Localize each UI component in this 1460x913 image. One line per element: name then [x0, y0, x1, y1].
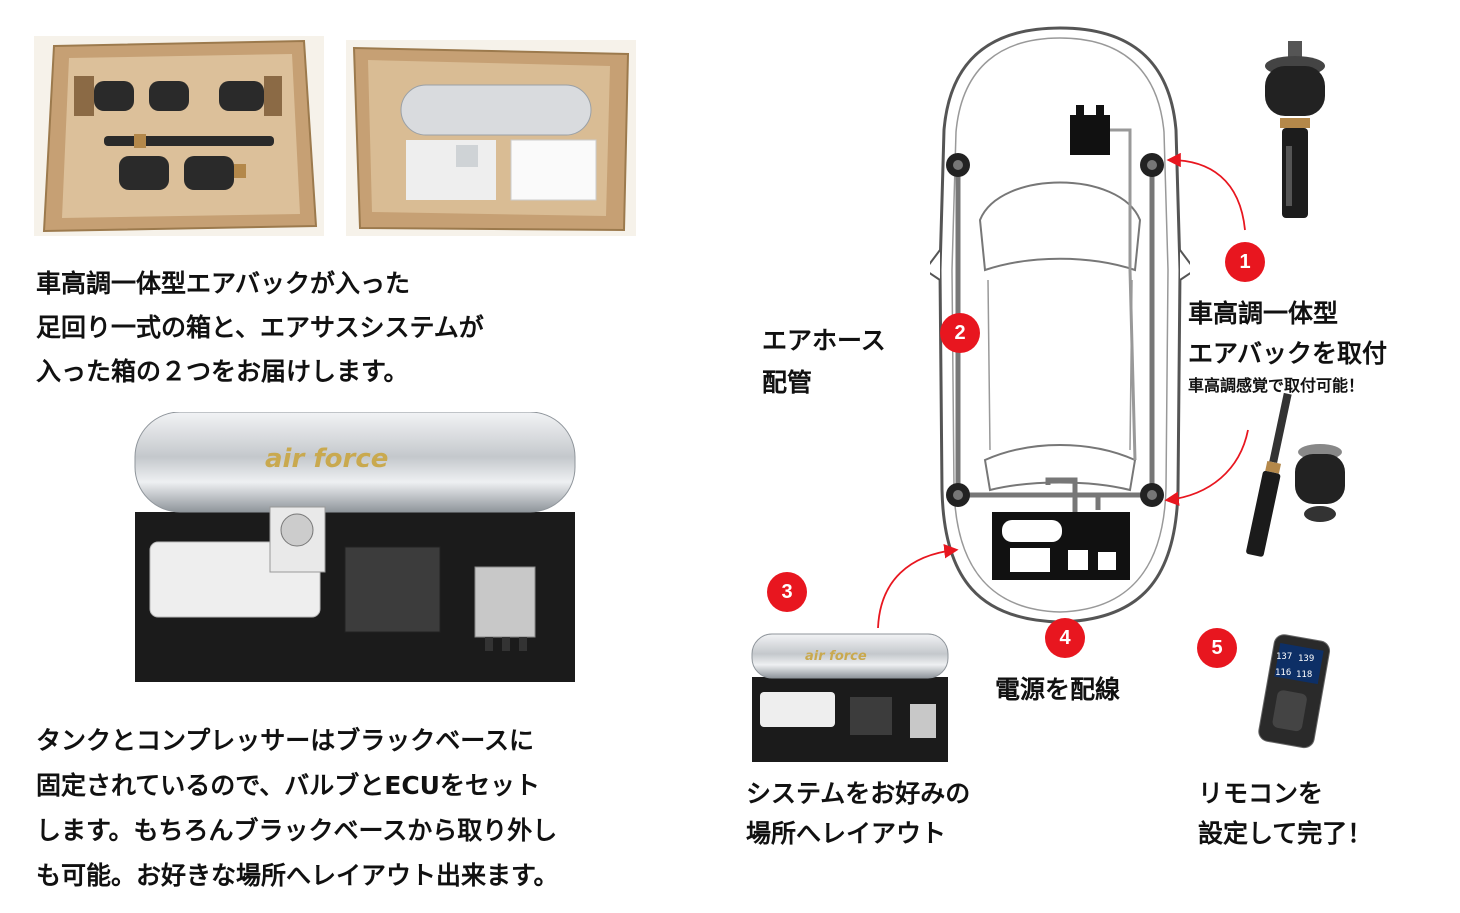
svg-text:air force: air force: [265, 444, 388, 474]
intro-line-1: 車高調一体型エアバックが入った: [36, 269, 411, 298]
step-4-label: 電源を配線: [995, 670, 1120, 710]
step-5-title-line-1: リモコンを: [1198, 779, 1324, 808]
step-1-title-line-2: エアバックを取付: [1188, 339, 1388, 368]
step-5-title-line-2: 設定して完了！: [1198, 819, 1373, 848]
system-line-2: 固定されているので、バルブとECUをセット: [36, 771, 540, 800]
remote-value-3: 116: [1275, 668, 1292, 678]
step-3-badge: 3: [767, 572, 807, 612]
air-strut-image: [1250, 36, 1340, 226]
step-2-label: エアホース 配管: [762, 320, 886, 404]
remote-value-1: 137: [1276, 652, 1293, 662]
step-3-title-line-2: 場所へレイアウト: [746, 819, 947, 848]
step-1-label: 車高調一体型 エアバックを取付 車高調感覚で取付可能！: [1188, 294, 1387, 398]
step-1-title-line-1: 車高調一体型: [1188, 299, 1339, 328]
system-line-1: タンクとコンプレッサーはブラックベースに: [36, 726, 535, 755]
remote-controller-image: 137 139 116 118: [1248, 632, 1338, 752]
intro-line-2: 足回り一式の箱と、エアサスシステムが: [36, 313, 484, 342]
car-diagram: [923, 20, 1197, 630]
boxed-suspension-photo: [34, 36, 324, 236]
system-description: タンクとコンプレッサーはブラックベースに 固定されているので、バルブとECUをセ…: [36, 718, 559, 898]
boxed-air-system-photo: [346, 40, 636, 236]
system-line-3: します。もちろんブラックベースから取り外し: [36, 816, 558, 845]
remote-value-4: 118: [1296, 670, 1313, 680]
step-2-title-line-2: 配管: [762, 368, 813, 397]
step-2-title-line-1: エアホース: [762, 326, 886, 355]
step-4-title-line-1: 電源を配線: [995, 675, 1121, 704]
step-1-subtitle: 車高調感覚で取付可能！: [1188, 376, 1365, 395]
step-5-label: リモコンを 設定して完了！: [1198, 774, 1372, 854]
step-1-badge: 1: [1225, 242, 1265, 282]
step-2-badge: 2: [940, 313, 980, 353]
system-line-4: も可能。お好きな場所へレイアウト出来ます。: [36, 861, 559, 890]
air-system-photo: air force: [130, 412, 580, 682]
step-4-badge: 4: [1045, 618, 1085, 658]
step-5-badge: 5: [1197, 628, 1237, 668]
intro-description: 車高調一体型エアバックが入った 足回り一式の箱と、エアサスシステムが 入った箱の…: [36, 262, 484, 394]
svg-text:air force: air force: [805, 649, 867, 664]
step-3-label: システムをお好みの 場所へレイアウト: [746, 774, 970, 854]
step-3-title-line-1: システムをお好みの: [746, 779, 971, 808]
small-air-system-photo: air force: [750, 632, 950, 764]
remote-value-2: 139: [1298, 654, 1315, 664]
intro-line-3: 入った箱の２つをお届けします。: [36, 357, 409, 386]
strut-and-airbag-image: [1225, 392, 1355, 567]
